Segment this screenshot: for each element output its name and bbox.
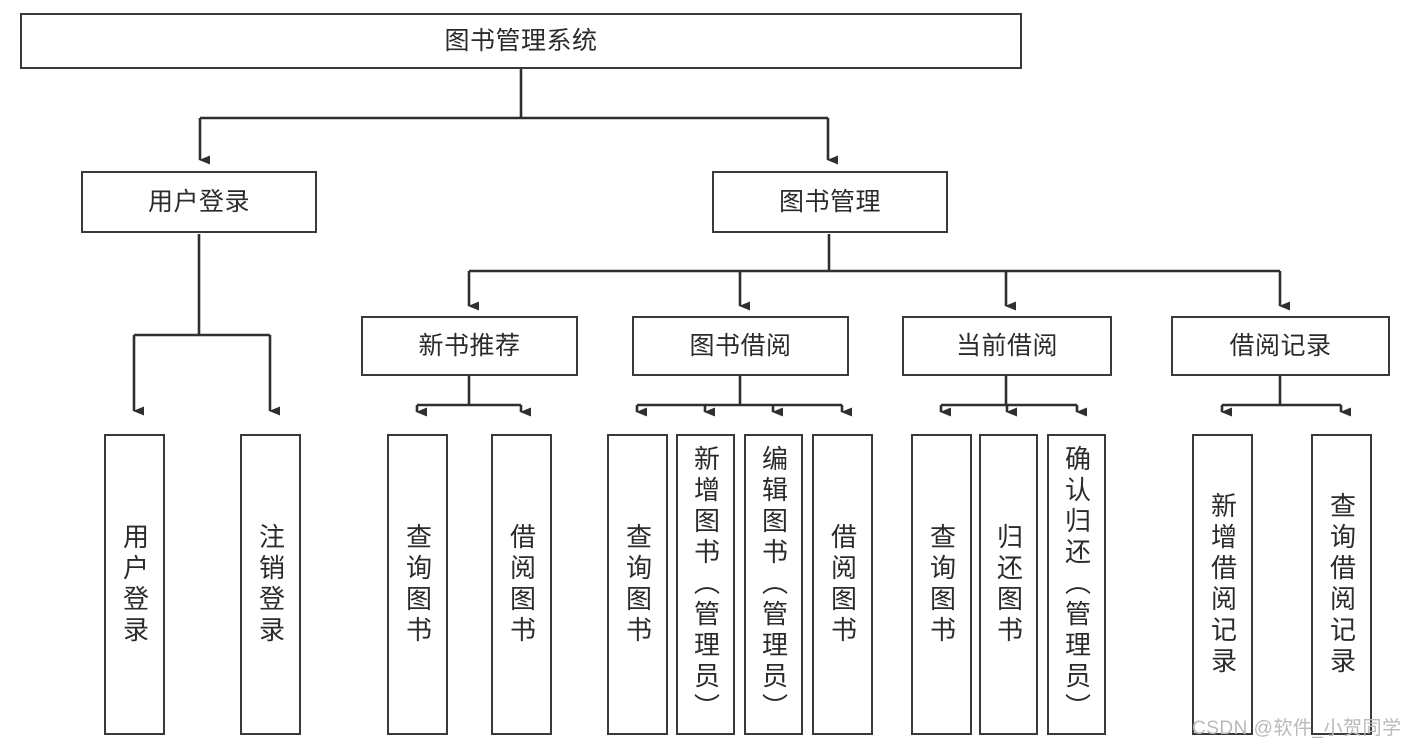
node-label: 确认归还（管理员）	[1061, 445, 1092, 724]
leaf-book-borrow-add-book-admin[interactable]: 新增图书（管理员）	[676, 434, 735, 735]
node-book-management[interactable]: 图书管理	[712, 171, 948, 233]
leaf-new-book-borrow-book[interactable]: 借阅图书	[491, 434, 552, 735]
node-new-book-recommend[interactable]: 新书推荐	[361, 316, 578, 376]
node-label: 用户登录	[119, 522, 150, 647]
node-label: 用户登录	[147, 187, 250, 216]
node-label: 查询借阅记录	[1326, 491, 1357, 678]
node-label: 查询图书	[926, 522, 957, 647]
node-borrow-record[interactable]: 借阅记录	[1171, 316, 1390, 376]
node-label: 查询图书	[402, 522, 433, 647]
leaf-new-book-query-book[interactable]: 查询图书	[387, 434, 448, 735]
node-label: 新增借阅记录	[1207, 491, 1238, 678]
node-label: 查询图书	[622, 522, 653, 647]
node-label: 编辑图书（管理员）	[758, 445, 789, 724]
node-user-login[interactable]: 用户登录	[81, 171, 317, 233]
node-label: 借阅图书	[827, 522, 858, 647]
node-label: 图书借阅	[689, 331, 792, 360]
node-root-book-management-system[interactable]: 图书管理系统	[20, 13, 1022, 69]
node-label: 注销登录	[255, 522, 286, 647]
node-label: 新书推荐	[418, 331, 521, 360]
leaf-current-borrow-confirm-return-admin[interactable]: 确认归还（管理员）	[1047, 434, 1106, 735]
node-label: 图书管理	[778, 187, 881, 216]
node-label: 当前借阅	[955, 331, 1058, 360]
leaf-current-borrow-query-book[interactable]: 查询图书	[911, 434, 972, 735]
watermark-text: CSDN @软件_小贺同学	[1192, 718, 1402, 739]
node-label: 新增图书（管理员）	[690, 445, 721, 724]
node-label: 借阅记录	[1229, 331, 1332, 360]
node-book-borrow[interactable]: 图书借阅	[632, 316, 849, 376]
leaf-borrow-record-add-record[interactable]: 新增借阅记录	[1192, 434, 1253, 735]
leaf-book-borrow-edit-book-admin[interactable]: 编辑图书（管理员）	[744, 434, 803, 735]
node-label: 图书管理系统	[444, 26, 598, 55]
leaf-book-borrow-borrow-book[interactable]: 借阅图书	[812, 434, 873, 735]
node-current-borrow[interactable]: 当前借阅	[902, 316, 1112, 376]
node-label: 借阅图书	[506, 522, 537, 647]
leaf-user-login-login[interactable]: 用户登录	[104, 434, 165, 735]
leaf-borrow-record-query-record[interactable]: 查询借阅记录	[1311, 434, 1372, 735]
leaf-current-borrow-return-book[interactable]: 归还图书	[979, 434, 1038, 735]
leaf-book-borrow-query-book[interactable]: 查询图书	[607, 434, 668, 735]
node-label: 归还图书	[993, 522, 1024, 647]
leaf-user-login-logout[interactable]: 注销登录	[240, 434, 301, 735]
